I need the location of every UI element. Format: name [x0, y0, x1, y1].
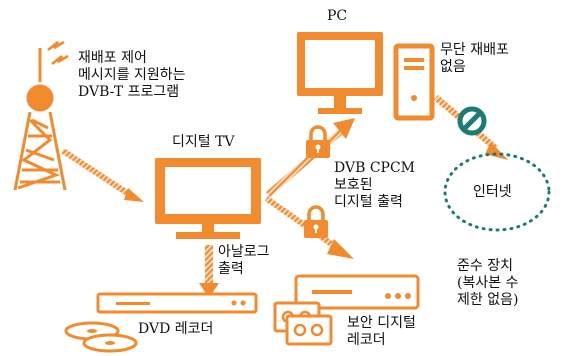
dvd-recorder-label: DVD 레코더: [138, 321, 214, 337]
broadcast-tower-icon: [13, 40, 69, 191]
secure-recorder-label: 보안 디지털 레코더: [347, 315, 416, 348]
arrow-tv-to-dvd: [199, 245, 219, 298]
unauthorized-redistribution-label: 무단 재배포 없음: [440, 42, 509, 75]
broadcast-label: 재배포 제어 메시지를 지원하는 DVB-T 프로그램: [78, 50, 186, 100]
padlock-icon: [306, 125, 330, 158]
analog-output-label: 아날로그 출력: [218, 244, 270, 277]
digital-tv-label: 디지털 TV: [172, 134, 235, 150]
arrow-tower-to-tv: [61, 148, 144, 202]
cpcm-output-label: DVB CPCM 보호된 디지털 출력: [334, 160, 416, 210]
prohibited-icon: [457, 106, 487, 136]
computer-tower-icon: [393, 43, 435, 121]
television-icon: [155, 158, 261, 239]
monitor-icon: [297, 32, 383, 114]
compliant-device-label: 준수 장치 (복사본 수 제한 없음): [457, 258, 519, 308]
internet-cloud: [443, 152, 551, 232]
pc-label: PC: [327, 8, 348, 24]
secure-recorder-icon: [273, 274, 420, 346]
dvd-recorder-icon: [64, 292, 258, 353]
internet-label: 인터넷: [473, 184, 512, 200]
padlock-icon: [304, 205, 328, 238]
